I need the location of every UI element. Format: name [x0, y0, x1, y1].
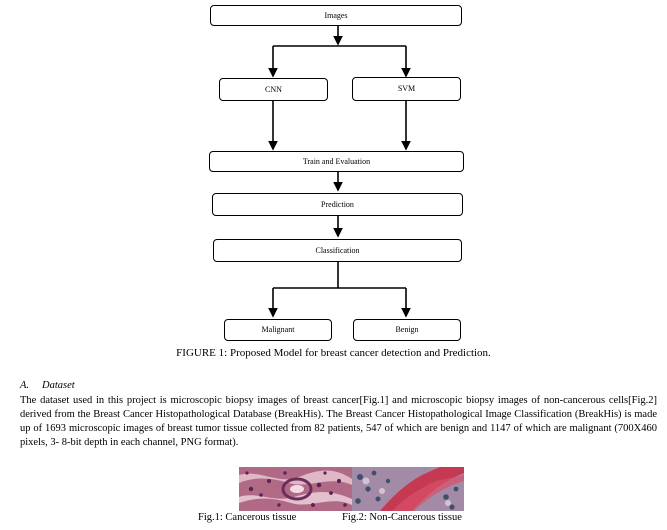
node-benign: Benign: [353, 319, 461, 341]
node-train-evaluation: Train and Evaluation: [209, 151, 464, 172]
node-cnn: CNN: [219, 78, 328, 101]
flowchart-connectors: [268, 26, 411, 318]
node-malignant: Malignant: [224, 319, 332, 341]
cancerous-tissue-art: [239, 467, 352, 511]
node-train-evaluation-label: Train and Evaluation: [302, 156, 371, 166]
non-cancerous-tissue-image: [352, 467, 464, 511]
non-cancerous-tissue-art: [352, 467, 464, 511]
section-title: Dataset: [42, 380, 75, 391]
node-svm-label: SVM: [397, 84, 416, 93]
fig2-caption: Fig.2: Non-Cancerous tissue: [342, 512, 462, 523]
section-heading: A. Dataset: [20, 380, 75, 391]
node-classification-label: Classification: [315, 245, 360, 255]
cancerous-tissue-image: [239, 467, 352, 511]
section-number: A.: [20, 380, 30, 391]
node-images-label: Images: [324, 10, 348, 20]
node-prediction-label: Prediction: [321, 199, 354, 209]
node-cnn-label: CNN: [265, 84, 282, 94]
node-benign-label: Benign: [395, 325, 419, 334]
node-classification: Classification: [213, 239, 462, 262]
node-prediction: Prediction: [212, 193, 463, 216]
dataset-paragraph: The dataset used in this project is micr…: [20, 395, 657, 448]
node-svm: SVM: [352, 77, 461, 101]
figure-caption: FIGURE 1: Proposed Model for breast canc…: [176, 347, 491, 359]
node-malignant-label: Malignant: [261, 325, 295, 334]
fig1-caption: Fig.1: Cancerous tissue: [198, 512, 297, 523]
node-images: Images: [210, 5, 462, 26]
